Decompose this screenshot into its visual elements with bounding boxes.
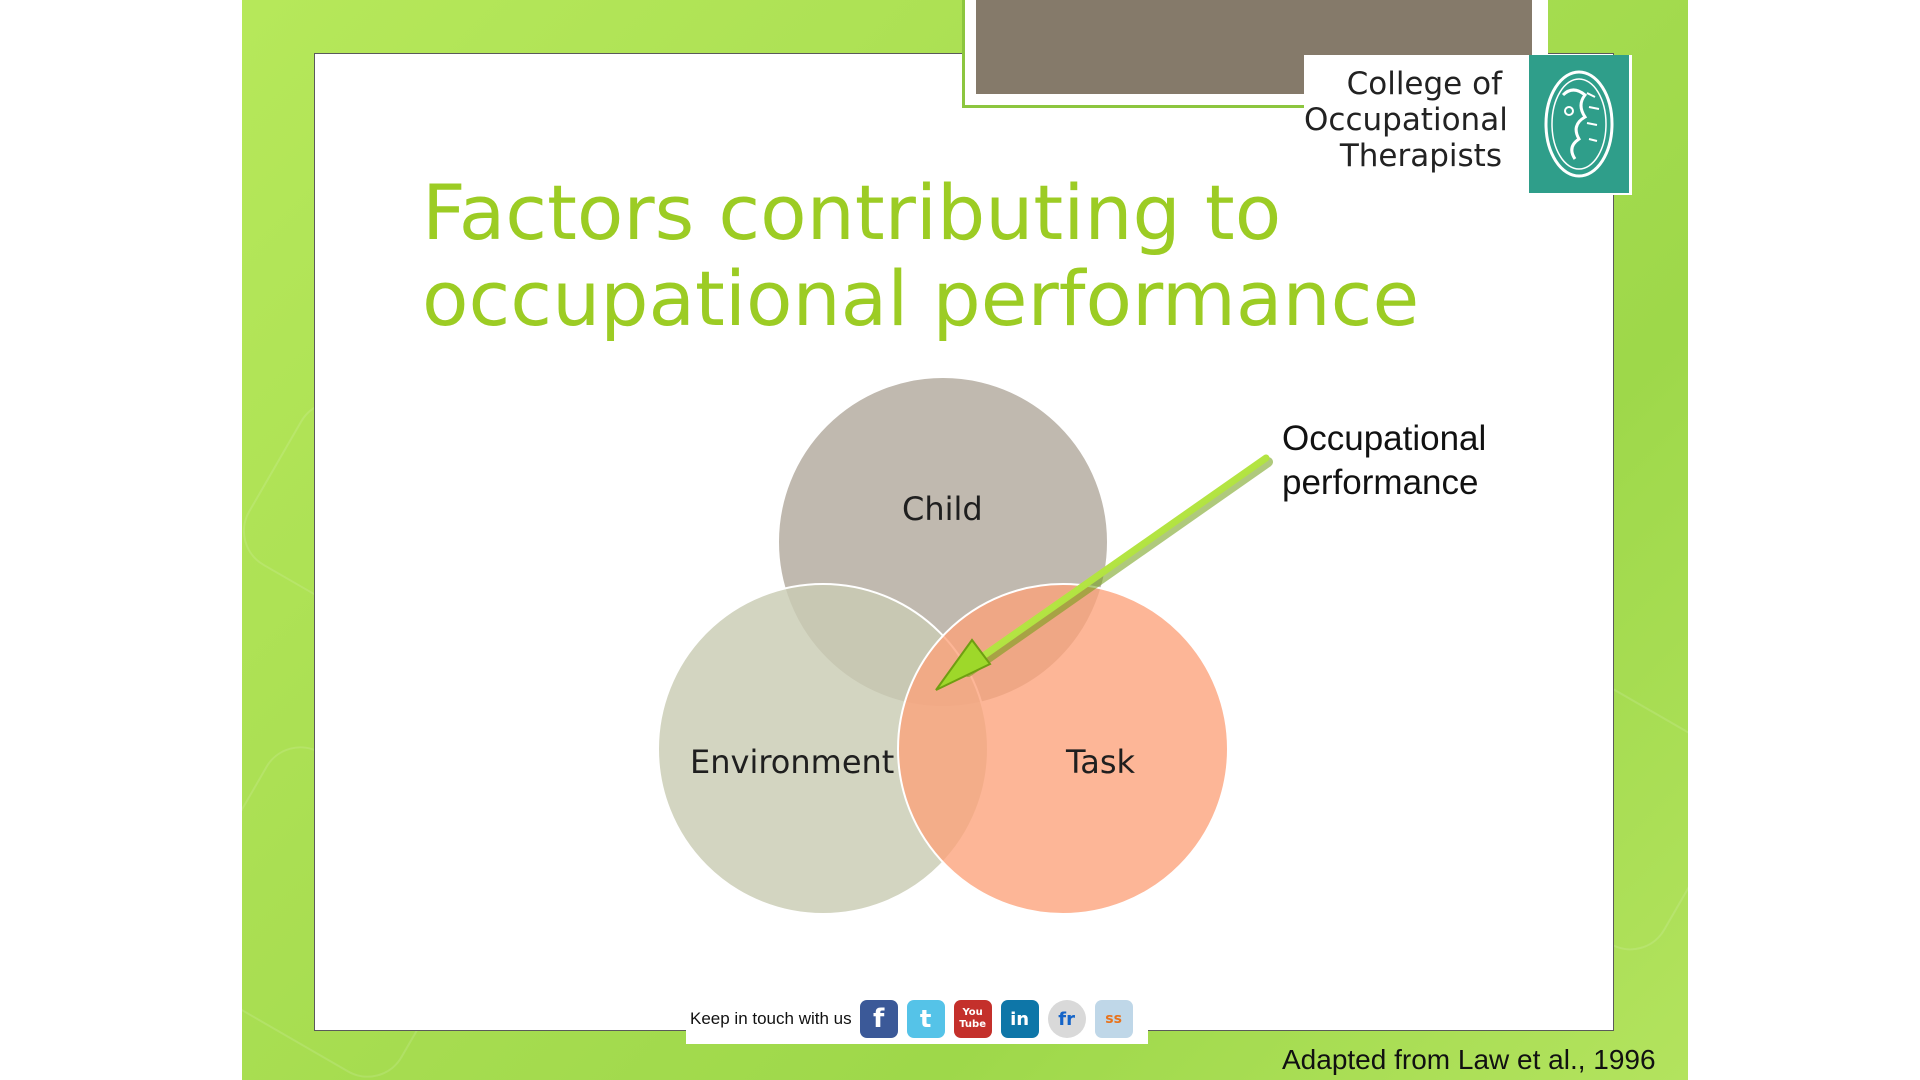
slide-title: Factors contributing to occupational per… [422, 168, 1420, 343]
callout-arrow [935, 454, 1273, 691]
logo-text-line: Occupational [1304, 102, 1508, 138]
callout-line: Occupational [1282, 419, 1487, 458]
twitter-icon[interactable]: t [906, 1000, 945, 1038]
facebook-icon[interactable]: f [859, 1000, 898, 1038]
keep-in-touch-label: Keep in touch with us [690, 1009, 852, 1028]
logo-text-line: Therapists [1339, 138, 1502, 174]
citation: Adapted from Law et al., 1996 [1282, 1044, 1656, 1075]
college-crest-icon [1529, 55, 1629, 193]
flickr-icon[interactable]: fr [1047, 1000, 1086, 1038]
youtube-icon[interactable]: You Tube [953, 1000, 992, 1038]
logo-text-line: College of [1346, 66, 1502, 102]
occupational-performance-callout: Occupational performance [1282, 417, 1486, 505]
logo-text: College of Occupational Therapists [1304, 66, 1508, 174]
task-label: Task [1066, 743, 1136, 781]
linkedin-icon[interactable]: in [1000, 1000, 1039, 1038]
college-crest-svg [1544, 70, 1614, 178]
slideshare-icon[interactable]: ss [1094, 1000, 1133, 1038]
social-footer: Keep in touch with us f t You Tube in fr… [686, 994, 1148, 1044]
environment-label: Environment [690, 743, 895, 781]
child-label: Child [902, 490, 983, 528]
task-circle [897, 583, 1229, 915]
callout-line: performance [1282, 463, 1479, 502]
